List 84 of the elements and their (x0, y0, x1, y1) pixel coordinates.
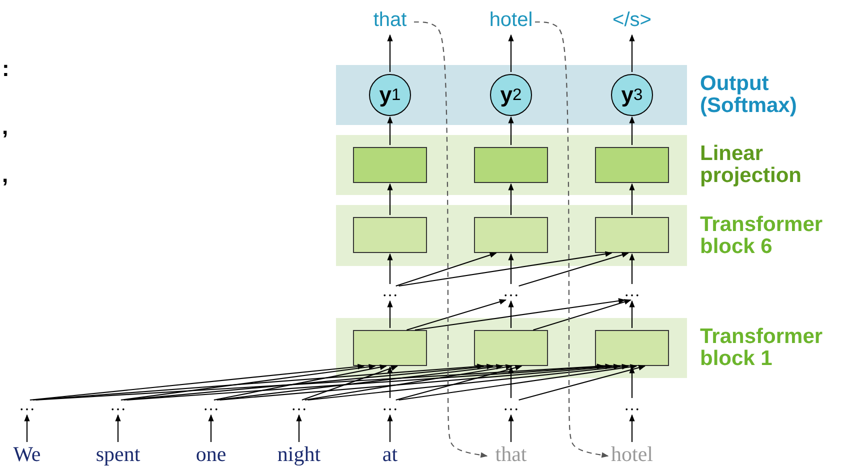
arrow (208, 414, 214, 442)
arrow (508, 116, 514, 145)
ellipsis: … (498, 400, 524, 414)
ellipsis: … (377, 400, 403, 414)
layer-unit (353, 330, 427, 366)
arrow (32, 364, 484, 401)
arrow (387, 34, 393, 72)
layer-unit (474, 217, 548, 253)
arrow (24, 414, 30, 442)
ellipsis: … (619, 400, 645, 414)
input-token: We (0, 444, 59, 468)
arrow (216, 364, 504, 401)
arrow (387, 116, 393, 145)
arrow (518, 364, 646, 401)
feedback-arrow (414, 21, 488, 458)
arrow (508, 414, 514, 442)
output-token: that (360, 10, 420, 34)
ellipsis: … (286, 400, 312, 414)
fed-back-token: that (479, 444, 543, 468)
arrow (120, 364, 376, 401)
output-token: </s> (602, 10, 662, 34)
layer-unit (595, 330, 669, 366)
fed-back-token: hotel (600, 444, 664, 468)
arrow (629, 116, 635, 145)
ellipsis: … (498, 286, 524, 300)
input-token: spent (86, 444, 150, 468)
arrow (508, 300, 514, 328)
layer-unit (353, 147, 427, 183)
arrow (302, 365, 398, 401)
arrow (304, 364, 513, 401)
arrow (387, 253, 393, 284)
arrow (36, 364, 604, 401)
output-token: hotel (481, 10, 541, 34)
arrow (30, 364, 365, 401)
arrow (387, 414, 393, 442)
arrow (296, 414, 302, 442)
arrow (220, 364, 621, 401)
arrow (387, 366, 393, 398)
ellipsis: … (377, 286, 403, 300)
layer-unit (353, 217, 427, 253)
arrow (629, 414, 635, 442)
punctuation-fragment: : (2, 58, 10, 80)
arrow (126, 364, 612, 401)
layer-label: Output (Softmax) (700, 73, 798, 118)
layer-unit (474, 147, 548, 183)
arrow (533, 299, 632, 331)
arrow (629, 300, 635, 328)
arrow (124, 364, 494, 401)
arrow (398, 251, 612, 287)
arrow (508, 34, 514, 72)
arrow (387, 183, 393, 215)
ellipsis: … (619, 286, 645, 300)
ellipsis: … (198, 400, 224, 414)
arrow (396, 364, 522, 401)
layer-unit (595, 217, 669, 253)
arrow (396, 252, 497, 287)
arrow (214, 364, 387, 401)
arrow (629, 253, 635, 284)
arrow (629, 34, 635, 72)
arrow (518, 252, 629, 287)
input-token: at (358, 444, 422, 468)
layer-label: Transformer block 6 (700, 214, 824, 258)
arrow (398, 364, 638, 401)
feedback-arrow (535, 21, 609, 458)
arrow (508, 366, 514, 398)
arrow (115, 414, 121, 442)
arrow (414, 298, 626, 331)
arrow (508, 183, 514, 215)
punctuation-fragment: , (2, 164, 8, 186)
layer-unit (595, 147, 669, 183)
input-token: night (267, 444, 331, 468)
input-token: one (179, 444, 243, 468)
arrow (629, 366, 635, 398)
punctuation-fragment: , (2, 116, 8, 138)
arrow (629, 183, 635, 215)
ellipsis: … (14, 400, 40, 414)
ellipsis: … (105, 400, 131, 414)
arrow (387, 300, 393, 328)
layer-label: Linear projection (700, 143, 803, 188)
arrow (308, 364, 629, 401)
arrow (406, 299, 506, 331)
layer-label: Transformer block 1 (700, 326, 824, 370)
layer-unit (474, 330, 548, 366)
arrow (508, 253, 514, 284)
